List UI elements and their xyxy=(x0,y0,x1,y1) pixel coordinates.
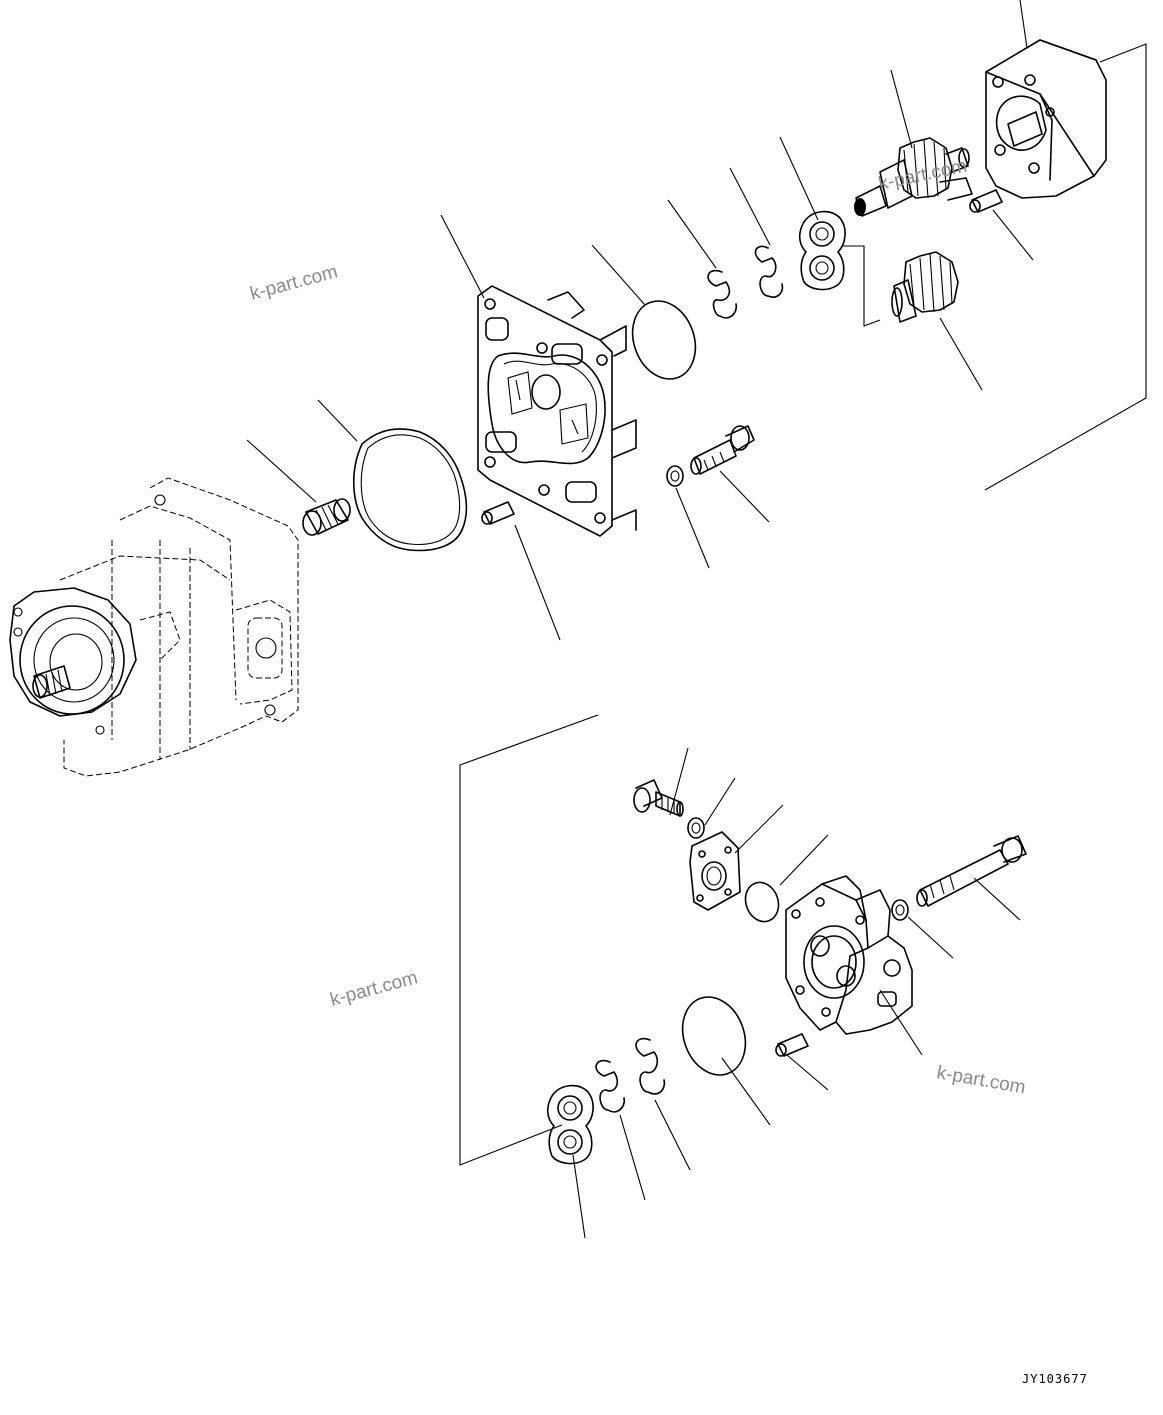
gear-housing xyxy=(985,39,1107,199)
o-ring-medium-upper xyxy=(631,300,697,380)
port-flange xyxy=(689,831,741,911)
pump-cover xyxy=(785,875,913,1035)
bolt-upper xyxy=(690,425,755,475)
dowel-pin-3 xyxy=(775,1033,809,1057)
bolt-lower xyxy=(633,779,684,817)
watermark-3: k-part.com xyxy=(328,967,420,1011)
watermark-2: k-part.com xyxy=(877,156,969,195)
driven-gear xyxy=(891,251,959,323)
flange-plate xyxy=(477,285,637,537)
bracket-upper xyxy=(843,43,1147,491)
dowel-pin-1 xyxy=(481,501,515,525)
watermark-1: k-part.com xyxy=(248,261,340,305)
watermark-4: k-part.com xyxy=(935,1062,1027,1098)
drawing-code: JY103677 xyxy=(1022,1372,1088,1386)
side-plate-lower xyxy=(546,1084,594,1165)
bracket-lower xyxy=(459,714,599,1166)
washer-lower-1 xyxy=(687,817,705,839)
bushing-part xyxy=(302,498,351,536)
washer-lower-2 xyxy=(891,899,909,921)
seal-clip-lower-2 xyxy=(635,1037,666,1095)
o-ring-small xyxy=(744,881,780,923)
leader-lines xyxy=(246,0,1034,1239)
dowel-pin-2 xyxy=(969,189,1003,213)
long-bolt xyxy=(916,835,1027,907)
o-ring-large xyxy=(352,428,468,552)
side-plate-upper xyxy=(798,210,846,291)
o-ring-medium-lower xyxy=(681,996,747,1076)
drive-gear xyxy=(854,137,973,217)
washer-upper xyxy=(666,465,684,487)
seal-clip-upper-1 xyxy=(707,269,738,319)
seal-clip-upper-2 xyxy=(754,245,784,298)
seal-clip-lower-1 xyxy=(595,1059,626,1113)
pump-main-assembly xyxy=(9,477,299,777)
